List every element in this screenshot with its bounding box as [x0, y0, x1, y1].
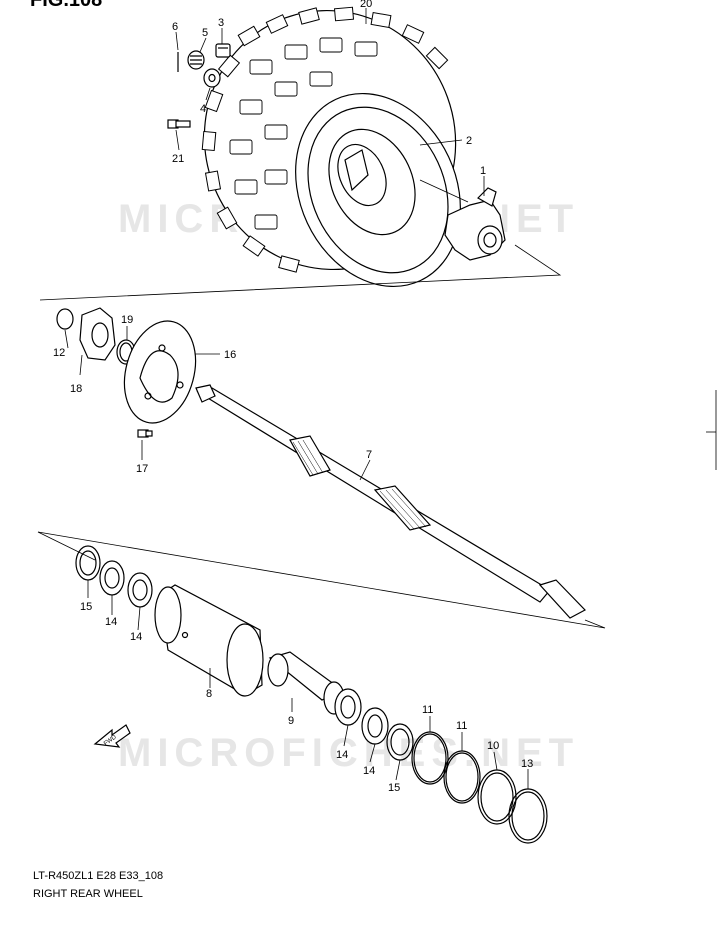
axle-housing: [154, 584, 264, 697]
callout-14a: 14: [105, 616, 117, 628]
callout-4: 4: [200, 103, 206, 115]
callout-18: 18: [70, 383, 82, 395]
castle-nut: [187, 50, 205, 70]
callout-19: 19: [121, 314, 133, 326]
callout-11a: 11: [422, 704, 433, 716]
callout-11b: 11: [456, 720, 467, 732]
callout-7: 7: [366, 449, 372, 461]
callout-3: 3: [218, 17, 224, 29]
callout-16: 16: [224, 349, 236, 361]
rear-axle: [195, 384, 586, 619]
callout-21: 21: [172, 153, 184, 165]
callout-12: 12: [53, 347, 65, 359]
sprocket-hub: [79, 307, 116, 361]
o-ring: [56, 308, 74, 330]
wheel-stud: [167, 119, 191, 129]
callout-8: 8: [206, 688, 212, 700]
callout-15a: 15: [80, 601, 92, 613]
callout-14b: 14: [130, 631, 142, 643]
circlip: [508, 788, 548, 844]
leader-lines: [64, 8, 529, 789]
bearing-outer-1: [99, 560, 125, 596]
bolt: [137, 429, 153, 438]
bearing-outer-2: [127, 572, 153, 608]
spacer-tube: [267, 651, 345, 715]
callout-14c: 14: [336, 749, 348, 761]
footer-model-code: LT-R450ZL1 E28 E33_108: [33, 870, 164, 882]
callout-14d: 14: [363, 765, 375, 777]
spacer-ring: [75, 545, 101, 581]
callout-20: 20: [360, 0, 372, 10]
fwd-arrow-icon: FWD: [93, 724, 131, 748]
callout-6: 6: [172, 21, 178, 33]
wheel-hub: [444, 187, 506, 261]
wheel-rim: [295, 92, 461, 288]
watermark-bottom: MICROFICHES.NET: [118, 731, 579, 775]
callout-2: 2: [466, 135, 472, 147]
callout-17: 17: [136, 463, 148, 475]
footer-title: RIGHT REAR WHEEL: [33, 888, 143, 900]
callout-5: 5: [202, 27, 208, 39]
callout-1: 1: [480, 165, 486, 177]
bearing-inner-2: [361, 707, 389, 745]
callout-15b: 15: [388, 782, 400, 794]
wheel-nut: [215, 43, 231, 58]
figure-label: FIG.108: [30, 0, 102, 11]
callout-10: 10: [487, 740, 499, 752]
bearing-inner-1: [334, 688, 362, 726]
seal-ring: [477, 769, 517, 825]
brake-disc: [123, 320, 197, 424]
callout-9: 9: [288, 715, 294, 727]
callout-13: 13: [521, 758, 533, 770]
washer: [203, 68, 221, 88]
